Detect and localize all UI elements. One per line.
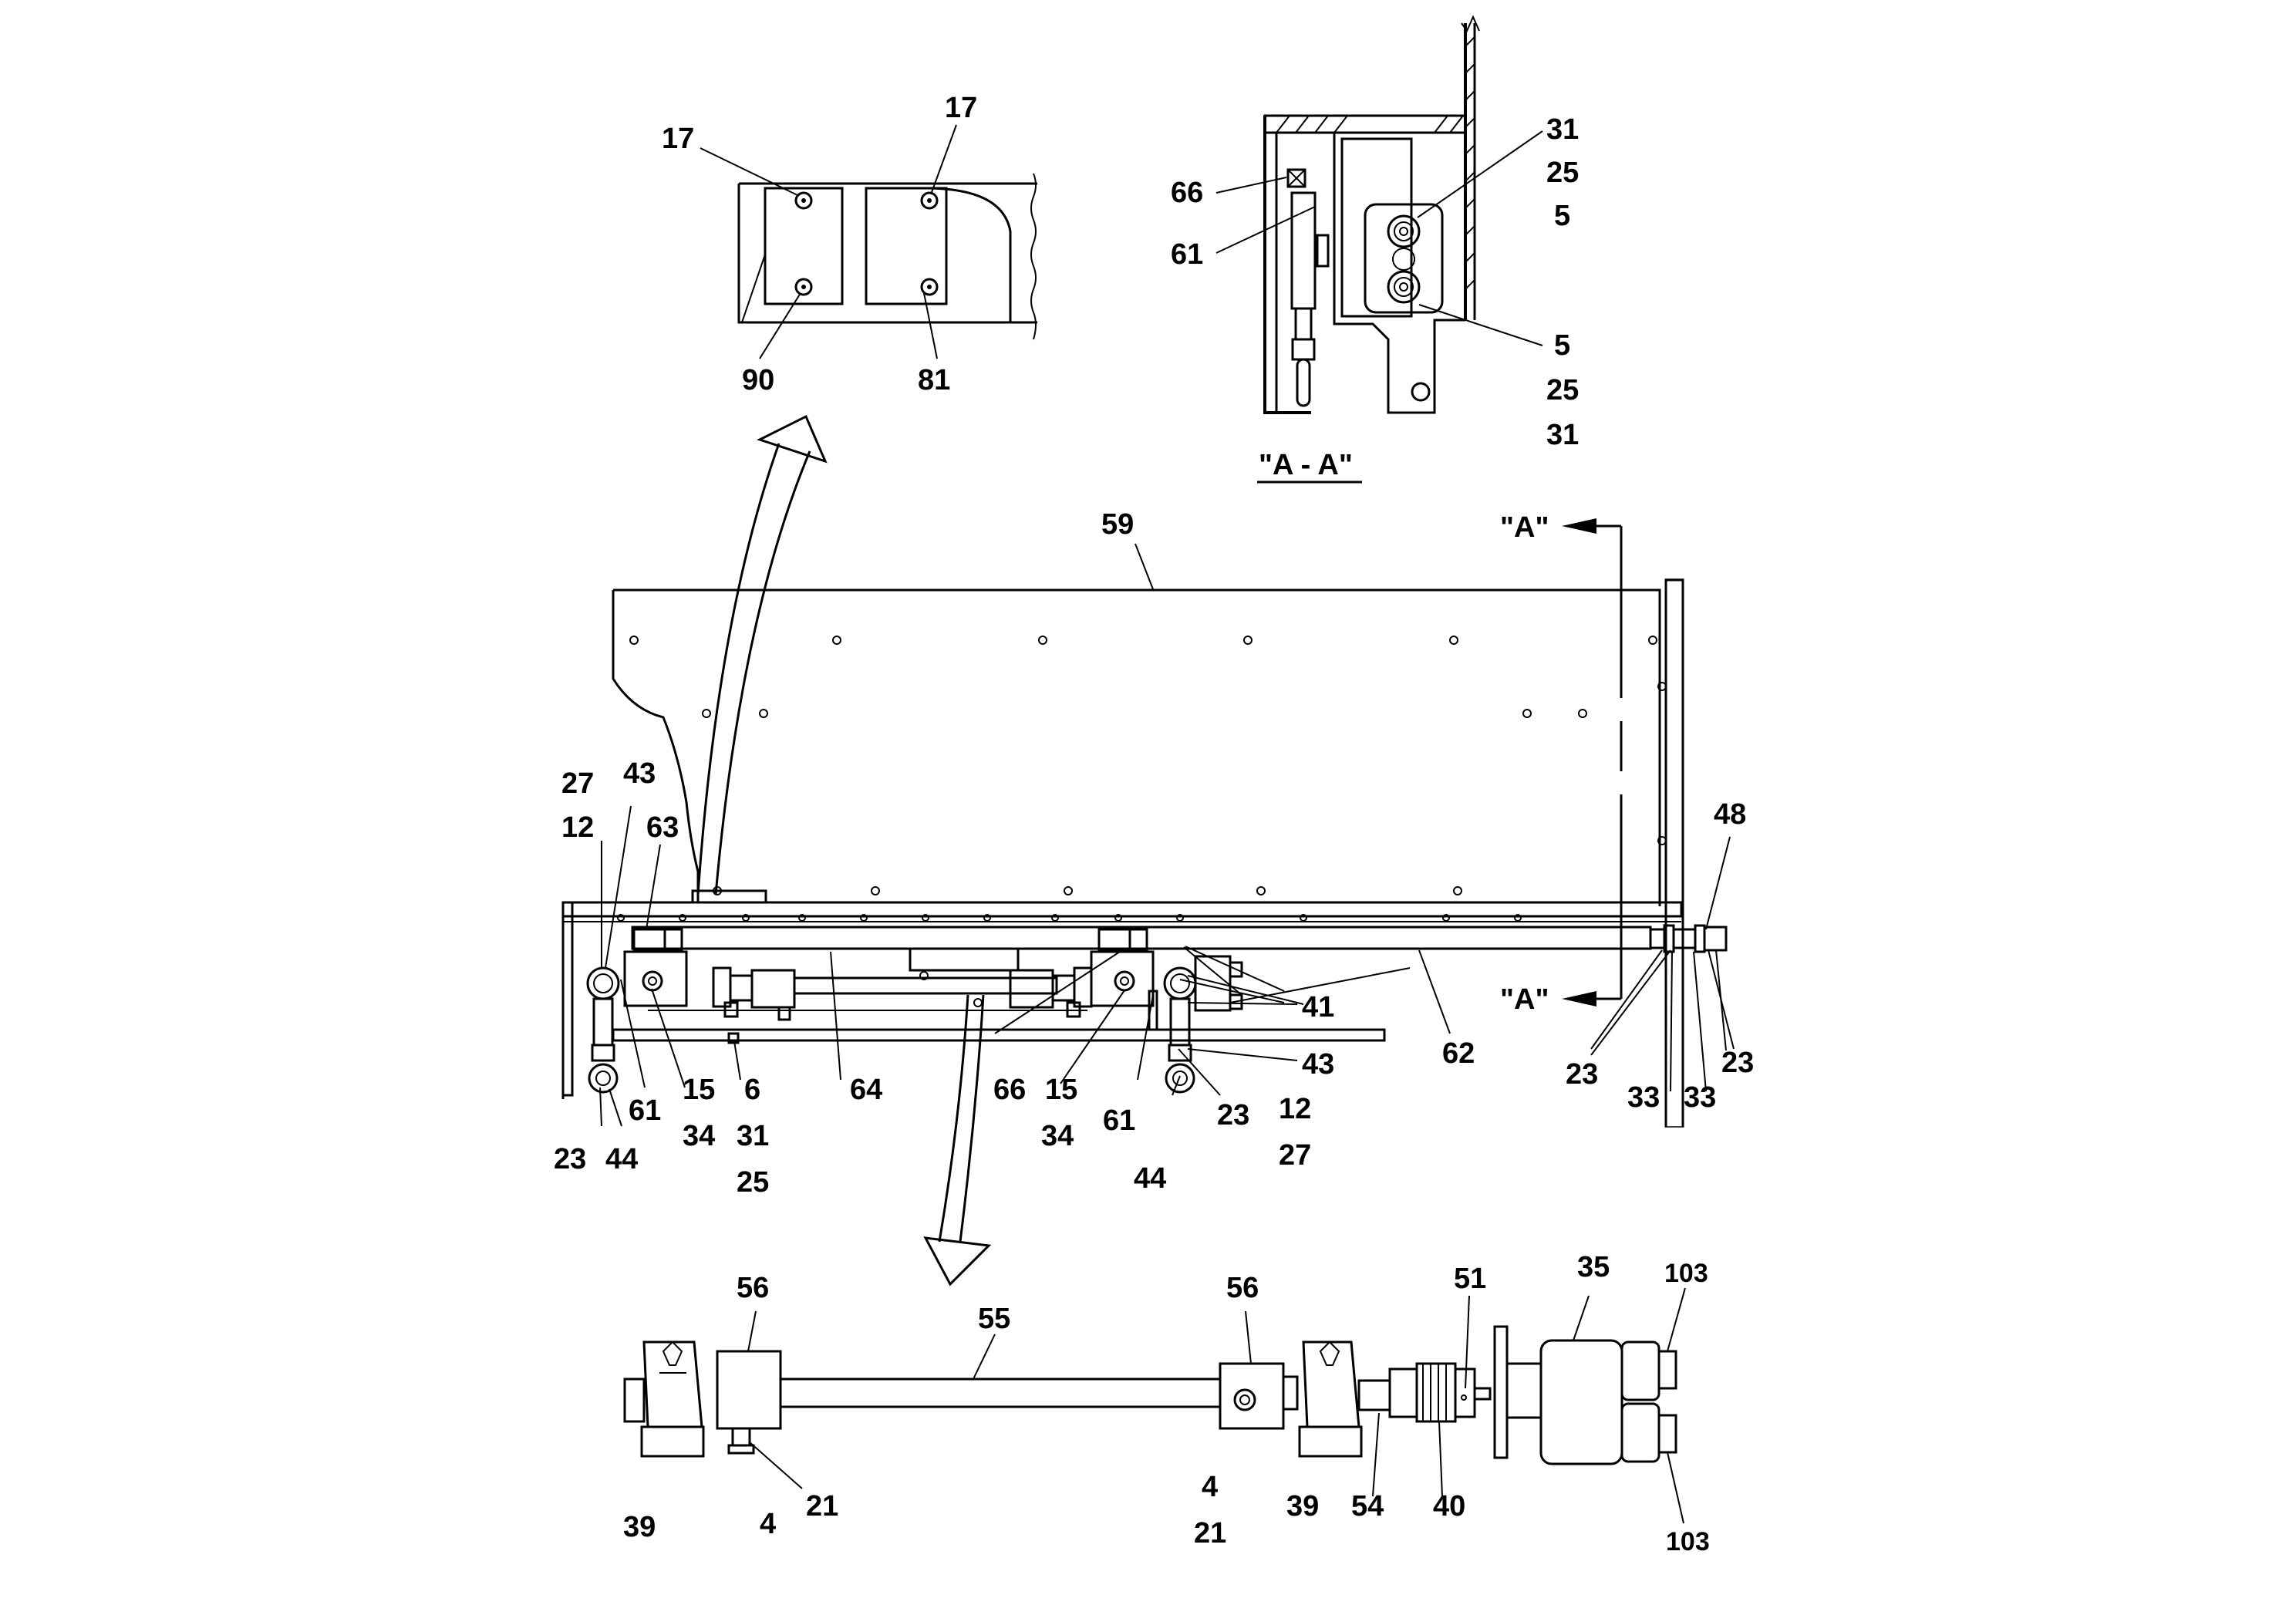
- label-23: 23: [1566, 1058, 1598, 1091]
- label-64: 64: [850, 1074, 882, 1106]
- label-34: 34: [683, 1120, 715, 1152]
- label-103: 103: [1664, 1259, 1708, 1288]
- section-view-a-a: 66 61 31 25 5 5 25 31 "A - A": [1171, 15, 1579, 484]
- label-23: 23: [554, 1143, 586, 1175]
- label-25: 25: [1546, 157, 1579, 189]
- label-59: 59: [1101, 508, 1134, 541]
- detail-arrow-up-icon: [696, 414, 828, 895]
- label-27: 27: [561, 767, 594, 800]
- label-43: 43: [1302, 1048, 1334, 1081]
- section-line: [1562, 518, 1623, 1007]
- label-66: 66: [1171, 177, 1203, 209]
- label-56: 56: [1226, 1272, 1259, 1304]
- label-31: 31: [1546, 419, 1579, 451]
- label-63: 63: [646, 811, 679, 844]
- detail-plate-view: 17 17 90 81: [662, 92, 1037, 396]
- label-103: 103: [1666, 1527, 1710, 1556]
- label-23: 23: [1217, 1099, 1249, 1131]
- bolt-icon: [1387, 214, 1421, 248]
- rod-end-left: [586, 966, 663, 1094]
- main-assembly-view: "A" "A" 59 27 43 12: [554, 508, 1754, 1199]
- inner-shaft: [712, 947, 1093, 1044]
- label-41: 41: [1302, 991, 1334, 1023]
- label-62: 62: [1442, 1037, 1475, 1070]
- label-12: 12: [561, 811, 594, 844]
- label-27: 27: [1279, 1139, 1311, 1172]
- label-44: 44: [1134, 1162, 1166, 1195]
- label-4: 4: [1202, 1471, 1218, 1503]
- label-35: 35: [1577, 1251, 1610, 1283]
- label-33: 33: [1627, 1081, 1660, 1114]
- label-39: 39: [623, 1511, 656, 1543]
- label-48: 48: [1714, 798, 1746, 831]
- label-17: 17: [945, 92, 977, 124]
- label-44: 44: [605, 1143, 638, 1175]
- label-56: 56: [737, 1272, 769, 1304]
- plate-holes: [629, 636, 1667, 895]
- label-23: 23: [1721, 1047, 1754, 1079]
- label-25: 25: [737, 1166, 769, 1199]
- detail-arrow-down-icon: [923, 994, 992, 1286]
- label-5: 5: [1554, 200, 1570, 232]
- label-15: 15: [1045, 1074, 1077, 1106]
- label-6: 6: [744, 1074, 760, 1106]
- section-marker-top: "A": [1500, 511, 1549, 544]
- label-5: 5: [1554, 329, 1570, 362]
- label-25: 25: [1546, 374, 1579, 406]
- label-21: 21: [1194, 1517, 1226, 1549]
- set-screw-icon: [1233, 1388, 1256, 1411]
- label-12: 12: [1279, 1093, 1311, 1125]
- label-17: 17: [662, 123, 694, 155]
- label-34: 34: [1041, 1120, 1074, 1152]
- label-81: 81: [918, 364, 950, 396]
- label-90: 90: [742, 364, 774, 396]
- label-40: 40: [1433, 1490, 1465, 1523]
- label-61: 61: [1103, 1104, 1135, 1137]
- label-54: 54: [1351, 1490, 1384, 1523]
- label-43: 43: [623, 757, 656, 790]
- screw-icon: [794, 278, 813, 296]
- section-title: "A - A": [1259, 449, 1353, 481]
- label-31: 31: [737, 1120, 769, 1152]
- rod-end-mid: [1114, 955, 1243, 1094]
- label-21: 21: [806, 1490, 838, 1523]
- label-39: 39: [1286, 1490, 1319, 1523]
- label-31: 31: [1546, 113, 1579, 146]
- label-51: 51: [1454, 1263, 1486, 1295]
- screw-icon: [920, 278, 939, 296]
- label-55: 55: [978, 1303, 1010, 1335]
- label-33: 33: [1684, 1081, 1716, 1114]
- label-66: 66: [993, 1074, 1026, 1106]
- screw-icon: [794, 191, 813, 210]
- shaft-assembly-view: 56 55 56 51 35 103 39 4 21 4 21 39 54 40…: [623, 1251, 1710, 1556]
- rail-holes: [617, 914, 1522, 922]
- section-marker-bottom: "A": [1500, 983, 1549, 1016]
- bolt-icon: [1387, 270, 1421, 304]
- label-15: 15: [683, 1074, 715, 1106]
- screw-icon: [920, 191, 939, 210]
- label-61: 61: [629, 1094, 661, 1127]
- label-4: 4: [760, 1508, 776, 1540]
- label-61: 61: [1171, 238, 1203, 271]
